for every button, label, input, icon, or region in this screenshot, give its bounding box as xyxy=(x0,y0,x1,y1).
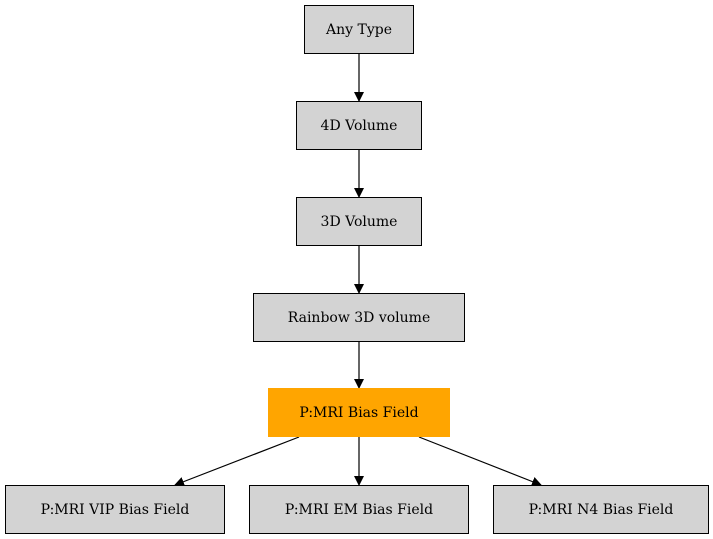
node-4d-volume[interactable]: 4D Volume xyxy=(296,101,422,150)
node-mri-vip-bias-field[interactable]: P:MRI VIP Bias Field xyxy=(5,485,225,534)
node-label: Rainbow 3D volume xyxy=(287,309,431,326)
node-mri-n4-bias-field[interactable]: P:MRI N4 Bias Field xyxy=(493,485,709,534)
node-mri-bias-field[interactable]: P:MRI Bias Field xyxy=(268,388,450,437)
edge-mri_bias-to-mri_vip xyxy=(174,436,300,487)
node-label: P:MRI VIP Bias Field xyxy=(40,501,190,518)
node-3d-volume[interactable]: 3D Volume xyxy=(296,197,422,246)
node-any-type[interactable]: Any Type xyxy=(304,5,414,54)
node-label: 3D Volume xyxy=(320,213,398,230)
node-label: 4D Volume xyxy=(320,117,398,134)
node-label: P:MRI Bias Field xyxy=(299,404,419,421)
edge-mri_bias-to-mri_n4 xyxy=(418,436,542,487)
node-mri-em-bias-field[interactable]: P:MRI EM Bias Field xyxy=(249,485,469,534)
node-rainbow-3d-volume[interactable]: Rainbow 3D volume xyxy=(253,293,465,342)
node-label: Any Type xyxy=(326,21,392,38)
node-label: P:MRI N4 Bias Field xyxy=(528,501,674,518)
node-label: P:MRI EM Bias Field xyxy=(284,501,434,518)
